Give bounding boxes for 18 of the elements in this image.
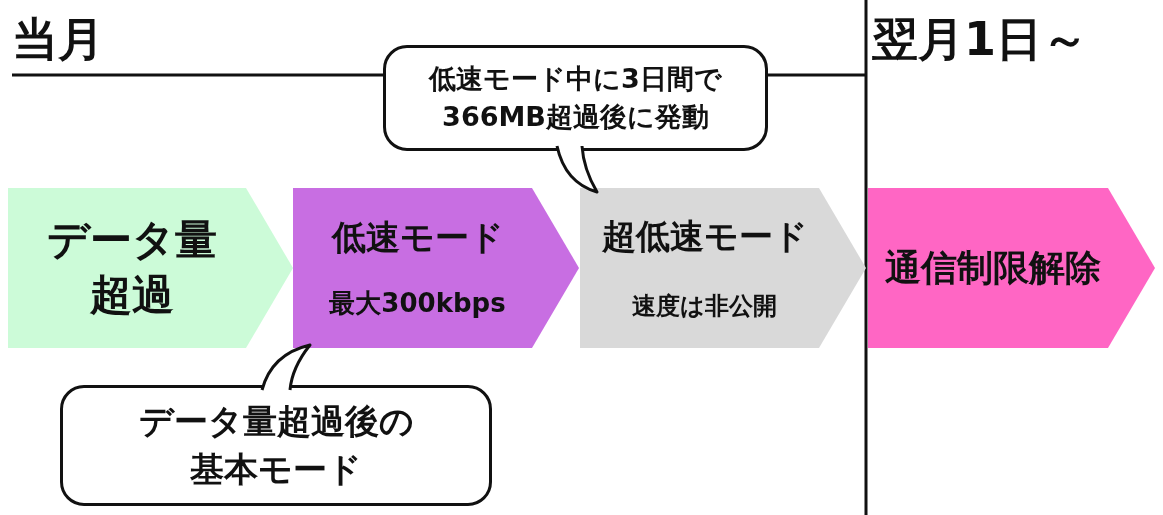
chevron-step (580, 188, 866, 348)
step-note: 最大300kbps (329, 287, 506, 321)
chevron-step (8, 188, 293, 348)
period-heading: 当月 (12, 14, 104, 65)
speech-bubble (60, 385, 492, 506)
bubble-text: 低速モード中に3日間で366MB超過後に発動 (427, 62, 723, 134)
speech-bubble-tail (260, 343, 312, 392)
period-heading: 翌月1日～ (872, 14, 1088, 65)
chevron-step (293, 188, 579, 348)
bubble-text: データ量超過後の基本モード (137, 399, 415, 491)
step-title: 低速モード (331, 216, 504, 259)
chevron-step (868, 188, 1155, 348)
step-title: 超低速モード (601, 215, 808, 259)
step-title: 通信制限解除 (885, 245, 1101, 290)
step-note: 速度は非公開 (632, 290, 777, 322)
speech-bubble (383, 45, 768, 151)
step-title: データ量超過 (46, 214, 218, 321)
speech-bubble-tail (555, 144, 599, 194)
